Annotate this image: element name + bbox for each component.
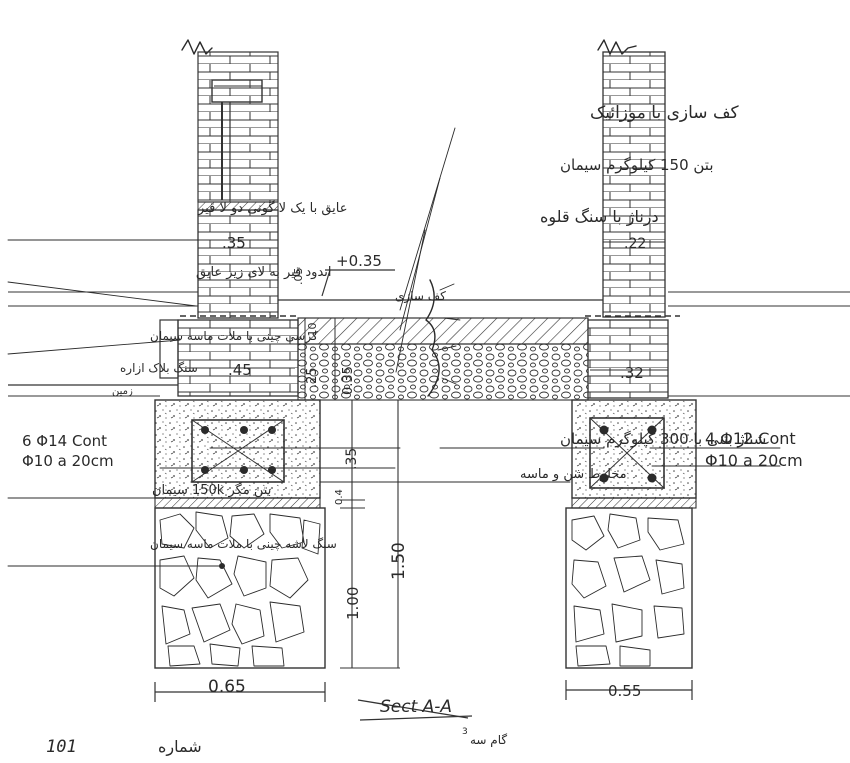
- dimension-lines: [154, 239, 693, 721]
- right-wall: [585, 39, 850, 399]
- dim-25: .25: [305, 367, 320, 388]
- note-drainage: درناژ با سنگ قلوه: [540, 207, 659, 227]
- left-foundation: [154, 399, 326, 669]
- note-floor-sub: کف سازی: [395, 289, 446, 304]
- rebar-right-main: 4 Φ12 Cont: [705, 429, 796, 448]
- section-title: Sect A-A: [380, 697, 452, 717]
- dim-footing-right: 0.55: [608, 682, 641, 700]
- note-fill: مخلوط شن و ماسه: [520, 467, 627, 482]
- dim-04: 0.4: [334, 489, 345, 505]
- dim-35-vertical: .35: [344, 448, 360, 470]
- dim-elevation: +0.35: [336, 252, 382, 270]
- sheet-number-value: 101: [46, 737, 77, 757]
- rebar-right-stirrup: Φ10 a 20cm: [705, 451, 803, 470]
- note-belt-beam: شناژ بتنی با 300 کیلوگرم سیمان: [560, 430, 766, 448]
- note-bitumen-coat: اندود قیر به لای زیر عایق: [196, 265, 332, 280]
- rebar-left-main: 6 Φ14 Cont: [22, 432, 107, 450]
- dim-10: .10: [306, 323, 319, 341]
- dim-035: 0.35: [341, 366, 356, 395]
- dim-wall-left: .35: [222, 234, 246, 252]
- right-rebar-dots: [599, 425, 657, 483]
- note-insulation: عایق با یک لا گونی دو لا قیر: [197, 200, 348, 216]
- right-foundation: [565, 399, 697, 669]
- dim-beam-left: .45: [228, 361, 252, 379]
- leader-lines: [7, 127, 781, 567]
- dim-100: 1.00: [344, 587, 362, 620]
- note-plain-ground: زمین: [112, 386, 133, 397]
- note-stone-masonry: سنگ لاشه چینی با ملات ماسه سیمان: [150, 537, 337, 551]
- step-number: 3: [462, 727, 468, 737]
- dim-05: .05: [292, 268, 305, 286]
- dim-footing-left: 0.65: [208, 677, 246, 697]
- left-wall: [8, 39, 300, 397]
- annotations: کف سازی با موزائیک بتن 150 کیلوگرم سیمان…: [22, 103, 803, 757]
- note-block-stone: سنگ بلاک ازاره: [120, 361, 198, 376]
- right-wall-break-line: [597, 39, 637, 55]
- note-brick-course: کرسی چینی با ملات ماسه سیمان: [150, 329, 318, 344]
- note-floor-mosaic: کف سازی با موزائیک: [590, 103, 740, 123]
- note-concrete-150: بتن 150 کیلوگرم سیمان: [560, 156, 714, 174]
- floor-section: [8, 279, 603, 401]
- step-label: گام سه: [470, 733, 507, 747]
- sheet-number-label: شماره: [158, 737, 202, 757]
- rebar-left-stirrup: Φ10 a 20cm: [22, 452, 114, 470]
- dim-beam-right: .32: [620, 364, 644, 382]
- dim-wall-right: .22: [624, 236, 646, 252]
- dim-150: 1.50: [389, 542, 409, 580]
- note-blinding: بتن مگر 150k سیمان: [152, 482, 271, 498]
